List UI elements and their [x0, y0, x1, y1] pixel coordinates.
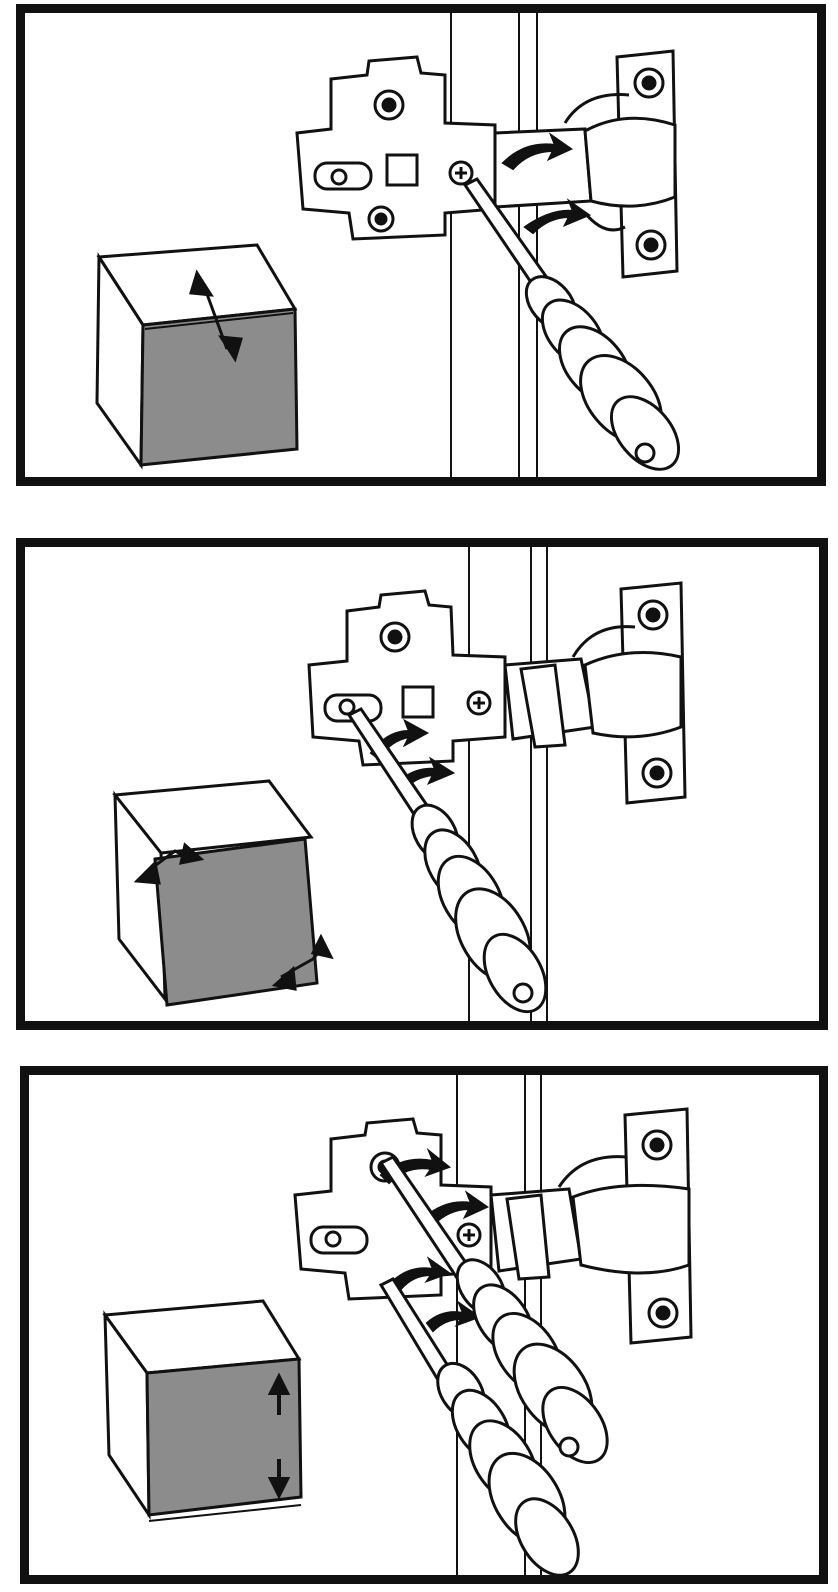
step-panel-2	[16, 538, 828, 1030]
hinge-cup-icon	[559, 1109, 691, 1343]
hinge-cup-icon	[573, 583, 685, 803]
door-box-icon	[115, 781, 317, 1005]
door-box-icon	[105, 1301, 301, 1521]
hinge-arm	[491, 1189, 581, 1279]
hinge-illustration-1	[25, 13, 817, 477]
hinge-arm	[505, 659, 595, 747]
hinge-illustration-3	[29, 1075, 819, 1575]
hinge-plate-icon	[297, 57, 495, 239]
step-panel-3	[20, 1066, 828, 1584]
step-panel-1	[16, 4, 826, 486]
hinge-illustration-2	[25, 547, 819, 1021]
